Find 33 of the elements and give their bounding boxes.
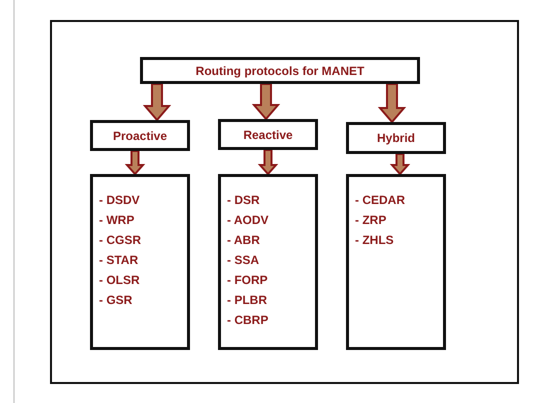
list-box [218, 174, 318, 350]
protocol-name: - STAR [99, 253, 140, 267]
category-box [218, 119, 318, 150]
protocol-name: - FORP [227, 273, 269, 287]
category-box [346, 122, 446, 154]
block-arrow [390, 153, 410, 176]
category-box [140, 57, 420, 84]
protocol-name: - PLBR [227, 293, 268, 307]
protocol-name: - ZRP [355, 213, 388, 227]
category-box [90, 120, 190, 151]
protocol-name: - ABR [227, 233, 261, 247]
protocol-name: - DSDV [99, 193, 141, 207]
box-title: Hybrid [376, 131, 415, 145]
box-title: Reactive [243, 128, 293, 142]
protocol-name: - WRP [99, 213, 136, 227]
block-arrow [252, 83, 280, 121]
protocol-name: - AODV [227, 213, 270, 227]
protocol-name: - ZHLS [355, 233, 395, 247]
box-title: Proactive [112, 128, 168, 142]
protocol-name: - CGSR [99, 233, 142, 247]
list-box [90, 174, 190, 350]
box-title: Routing protocols for MANET [196, 64, 364, 78]
block-arrow [258, 149, 278, 176]
block-arrow [124, 150, 146, 176]
protocol-name: - SSA [227, 253, 260, 267]
protocol-name: - CEDAR [355, 193, 406, 207]
protocol-name: - CBRP [227, 313, 270, 327]
block-arrow [142, 83, 172, 122]
protocol-name: - OLSR [99, 273, 141, 287]
list-box [346, 174, 446, 350]
block-arrow [378, 83, 406, 124]
protocol-name: - GSR [99, 293, 134, 307]
protocol-name: - DSR [227, 193, 261, 207]
